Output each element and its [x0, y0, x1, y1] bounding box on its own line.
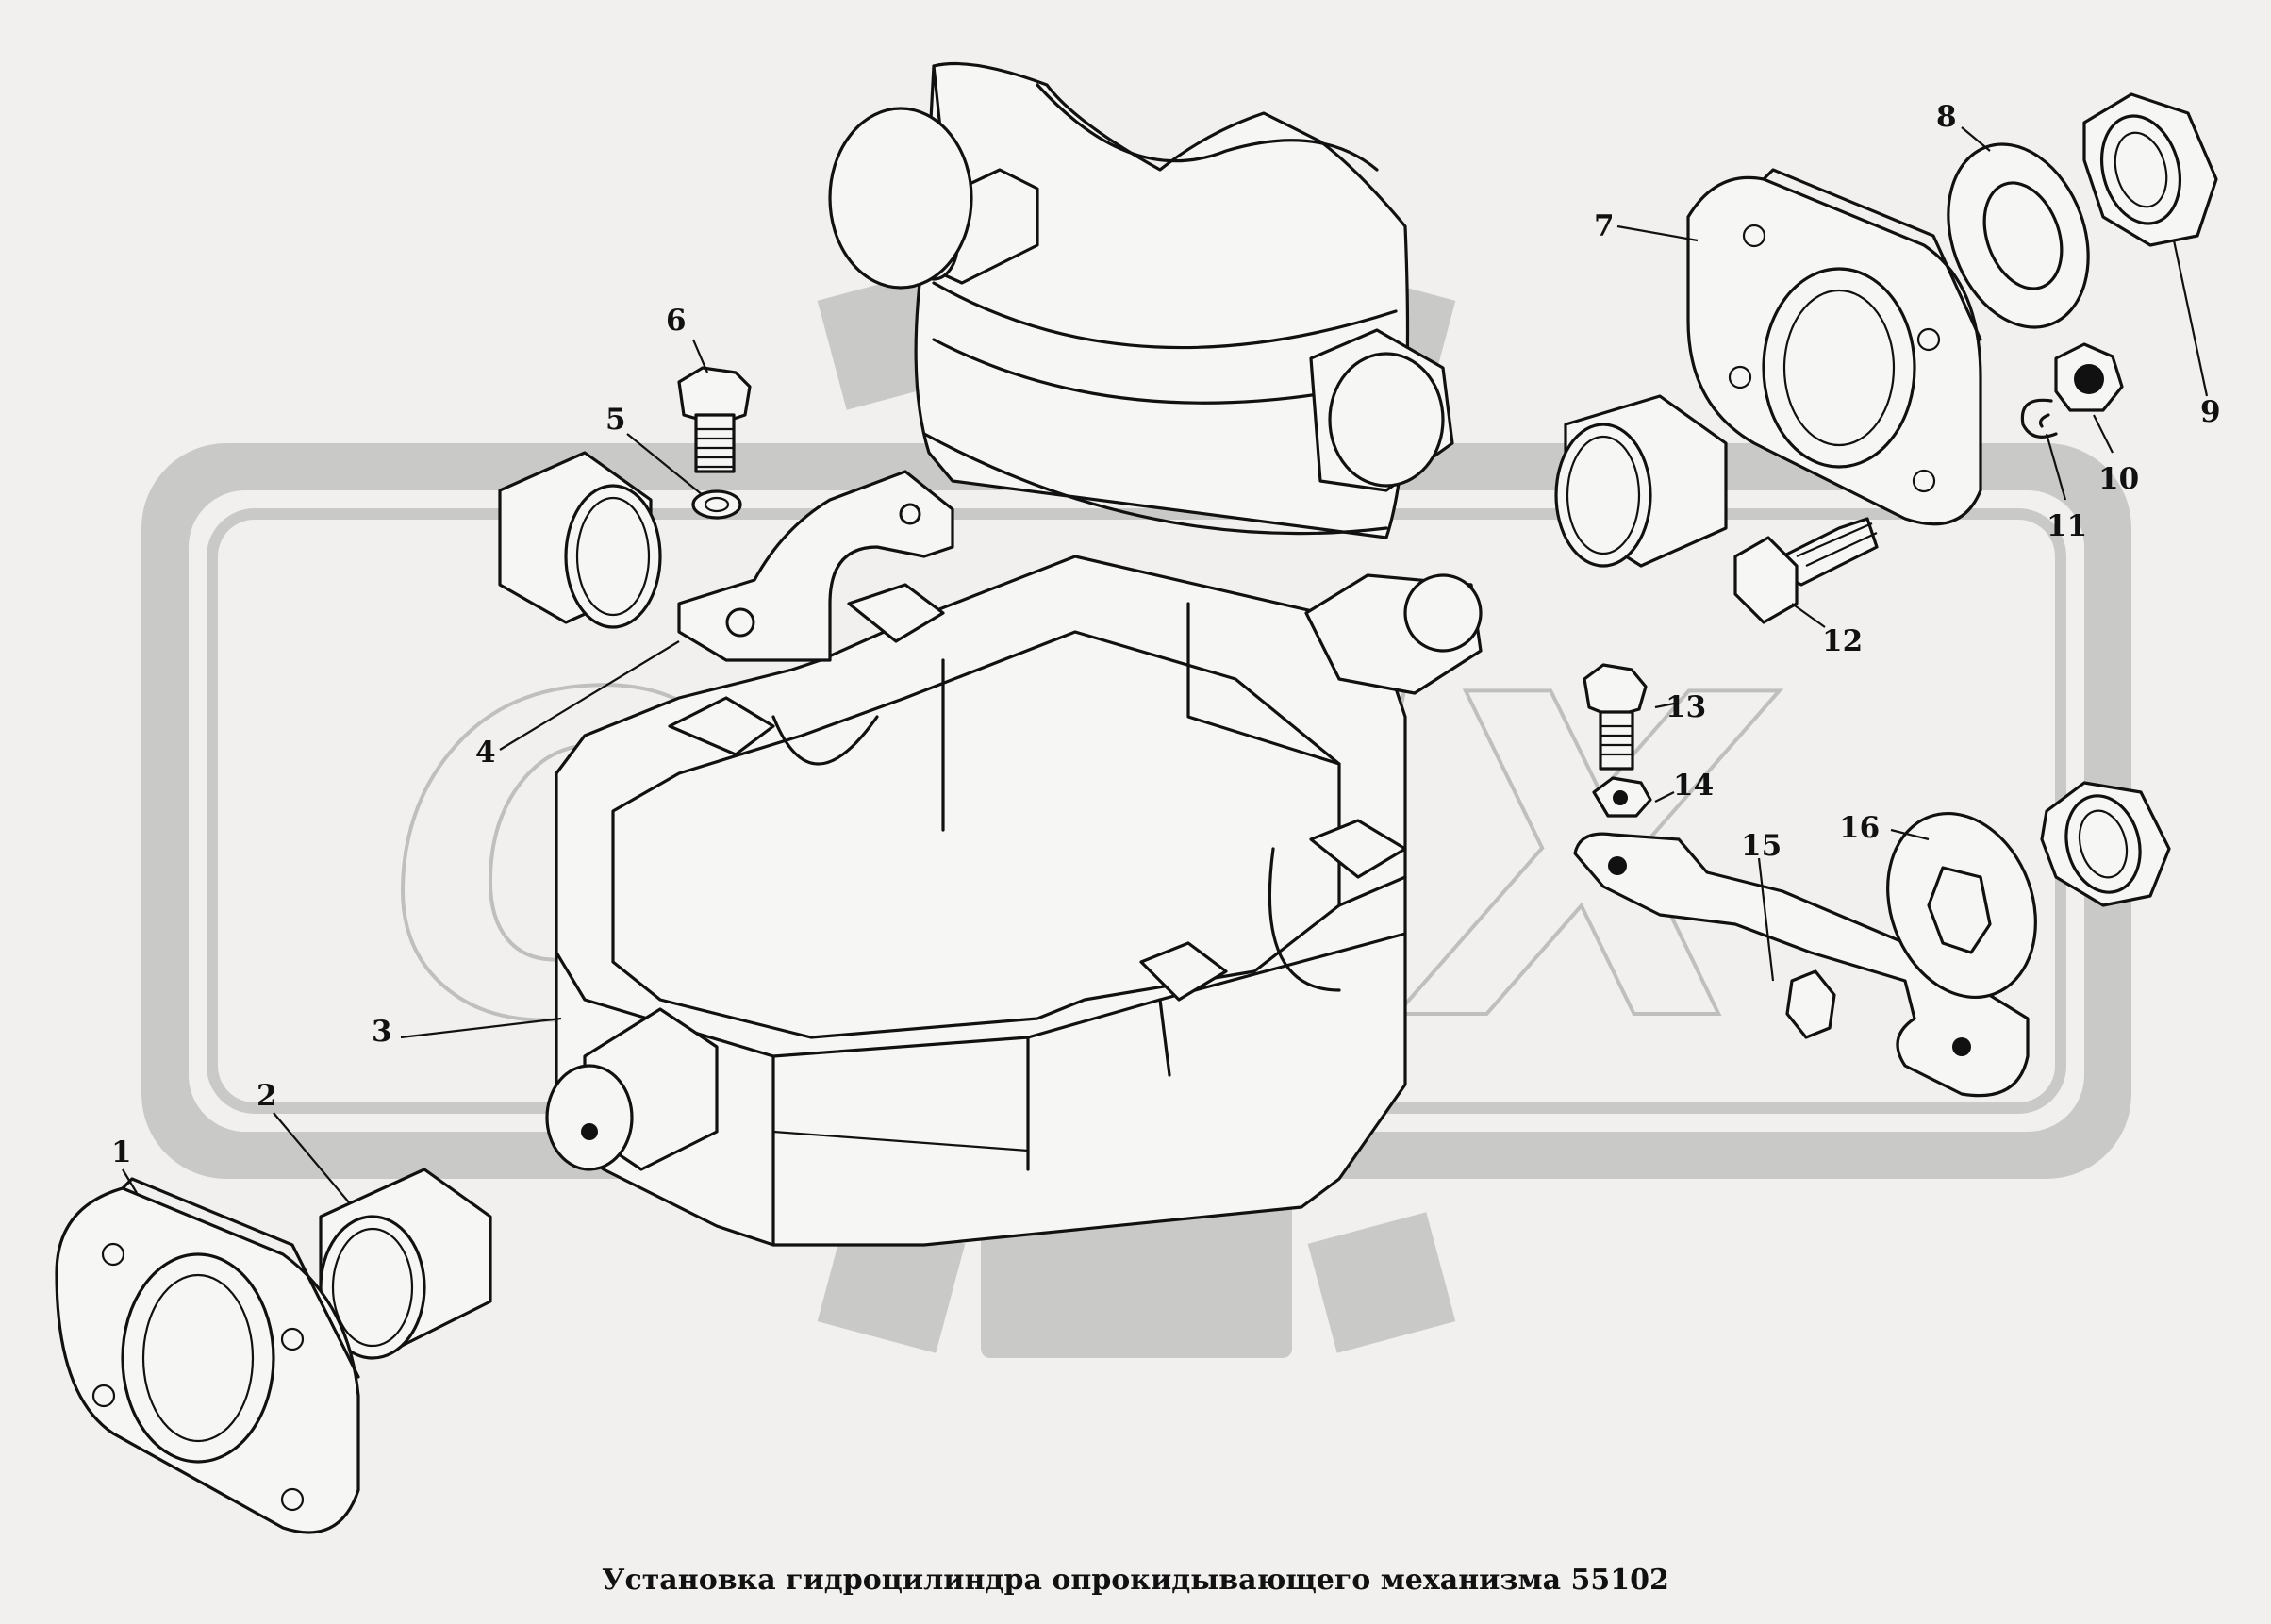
callout-4: 4: [475, 736, 496, 770]
leader-lines: [122, 126, 2209, 1203]
callout-7: 7: [1594, 209, 1615, 243]
part-1-flange: [55, 1177, 360, 1534]
callout-6: 6: [666, 304, 687, 338]
part-16-washer: [1886, 811, 2037, 1000]
part-5-spring-washer: [691, 489, 742, 520]
callout-8: 8: [1936, 100, 1957, 134]
callout-14: 14: [1673, 769, 1714, 803]
part-4-clamp: [677, 470, 954, 662]
callout-11: 11: [2047, 509, 2087, 543]
callout-15: 15: [1741, 829, 1782, 863]
callout-2: 2: [257, 1079, 277, 1113]
part-12-bolt: [1733, 517, 1879, 624]
diagram-caption: Установка гидроцилиндра опрокидывающего …: [602, 1564, 1669, 1597]
hydraulic-cylinder-body: [828, 61, 1454, 539]
callout-5: 5: [605, 403, 626, 437]
part-15-lever: [1573, 832, 2030, 1098]
callout-3: 3: [372, 1015, 392, 1049]
callout-1: 1: [111, 1135, 132, 1169]
bushing-right: [1554, 394, 1728, 568]
part-7-flange: [1686, 168, 1982, 526]
callout-12: 12: [1822, 624, 1863, 658]
part-6-bolt: [677, 366, 752, 473]
part-13-bolt: [1583, 663, 1648, 771]
callout-9: 9: [2200, 395, 2221, 429]
part-14-nut: [1592, 776, 1652, 818]
part-11-spring-washer: [2020, 398, 2058, 439]
callout-13: 13: [1666, 690, 1706, 724]
bushing-upper-left: [498, 451, 662, 629]
part-3-housing: [545, 555, 1483, 1247]
nut-right-lower: [2040, 781, 2171, 907]
part-8-washer: [1947, 142, 2090, 329]
callout-10: 10: [2098, 462, 2139, 496]
callout-16: 16: [1839, 811, 1880, 845]
part-9-nut: [2082, 92, 2218, 247]
part-10-nut: [2054, 342, 2124, 412]
callout-numbers: 1 2 3 4 5 6 7 8 9 10 11 12 13 14 15 16: [111, 100, 2221, 1169]
